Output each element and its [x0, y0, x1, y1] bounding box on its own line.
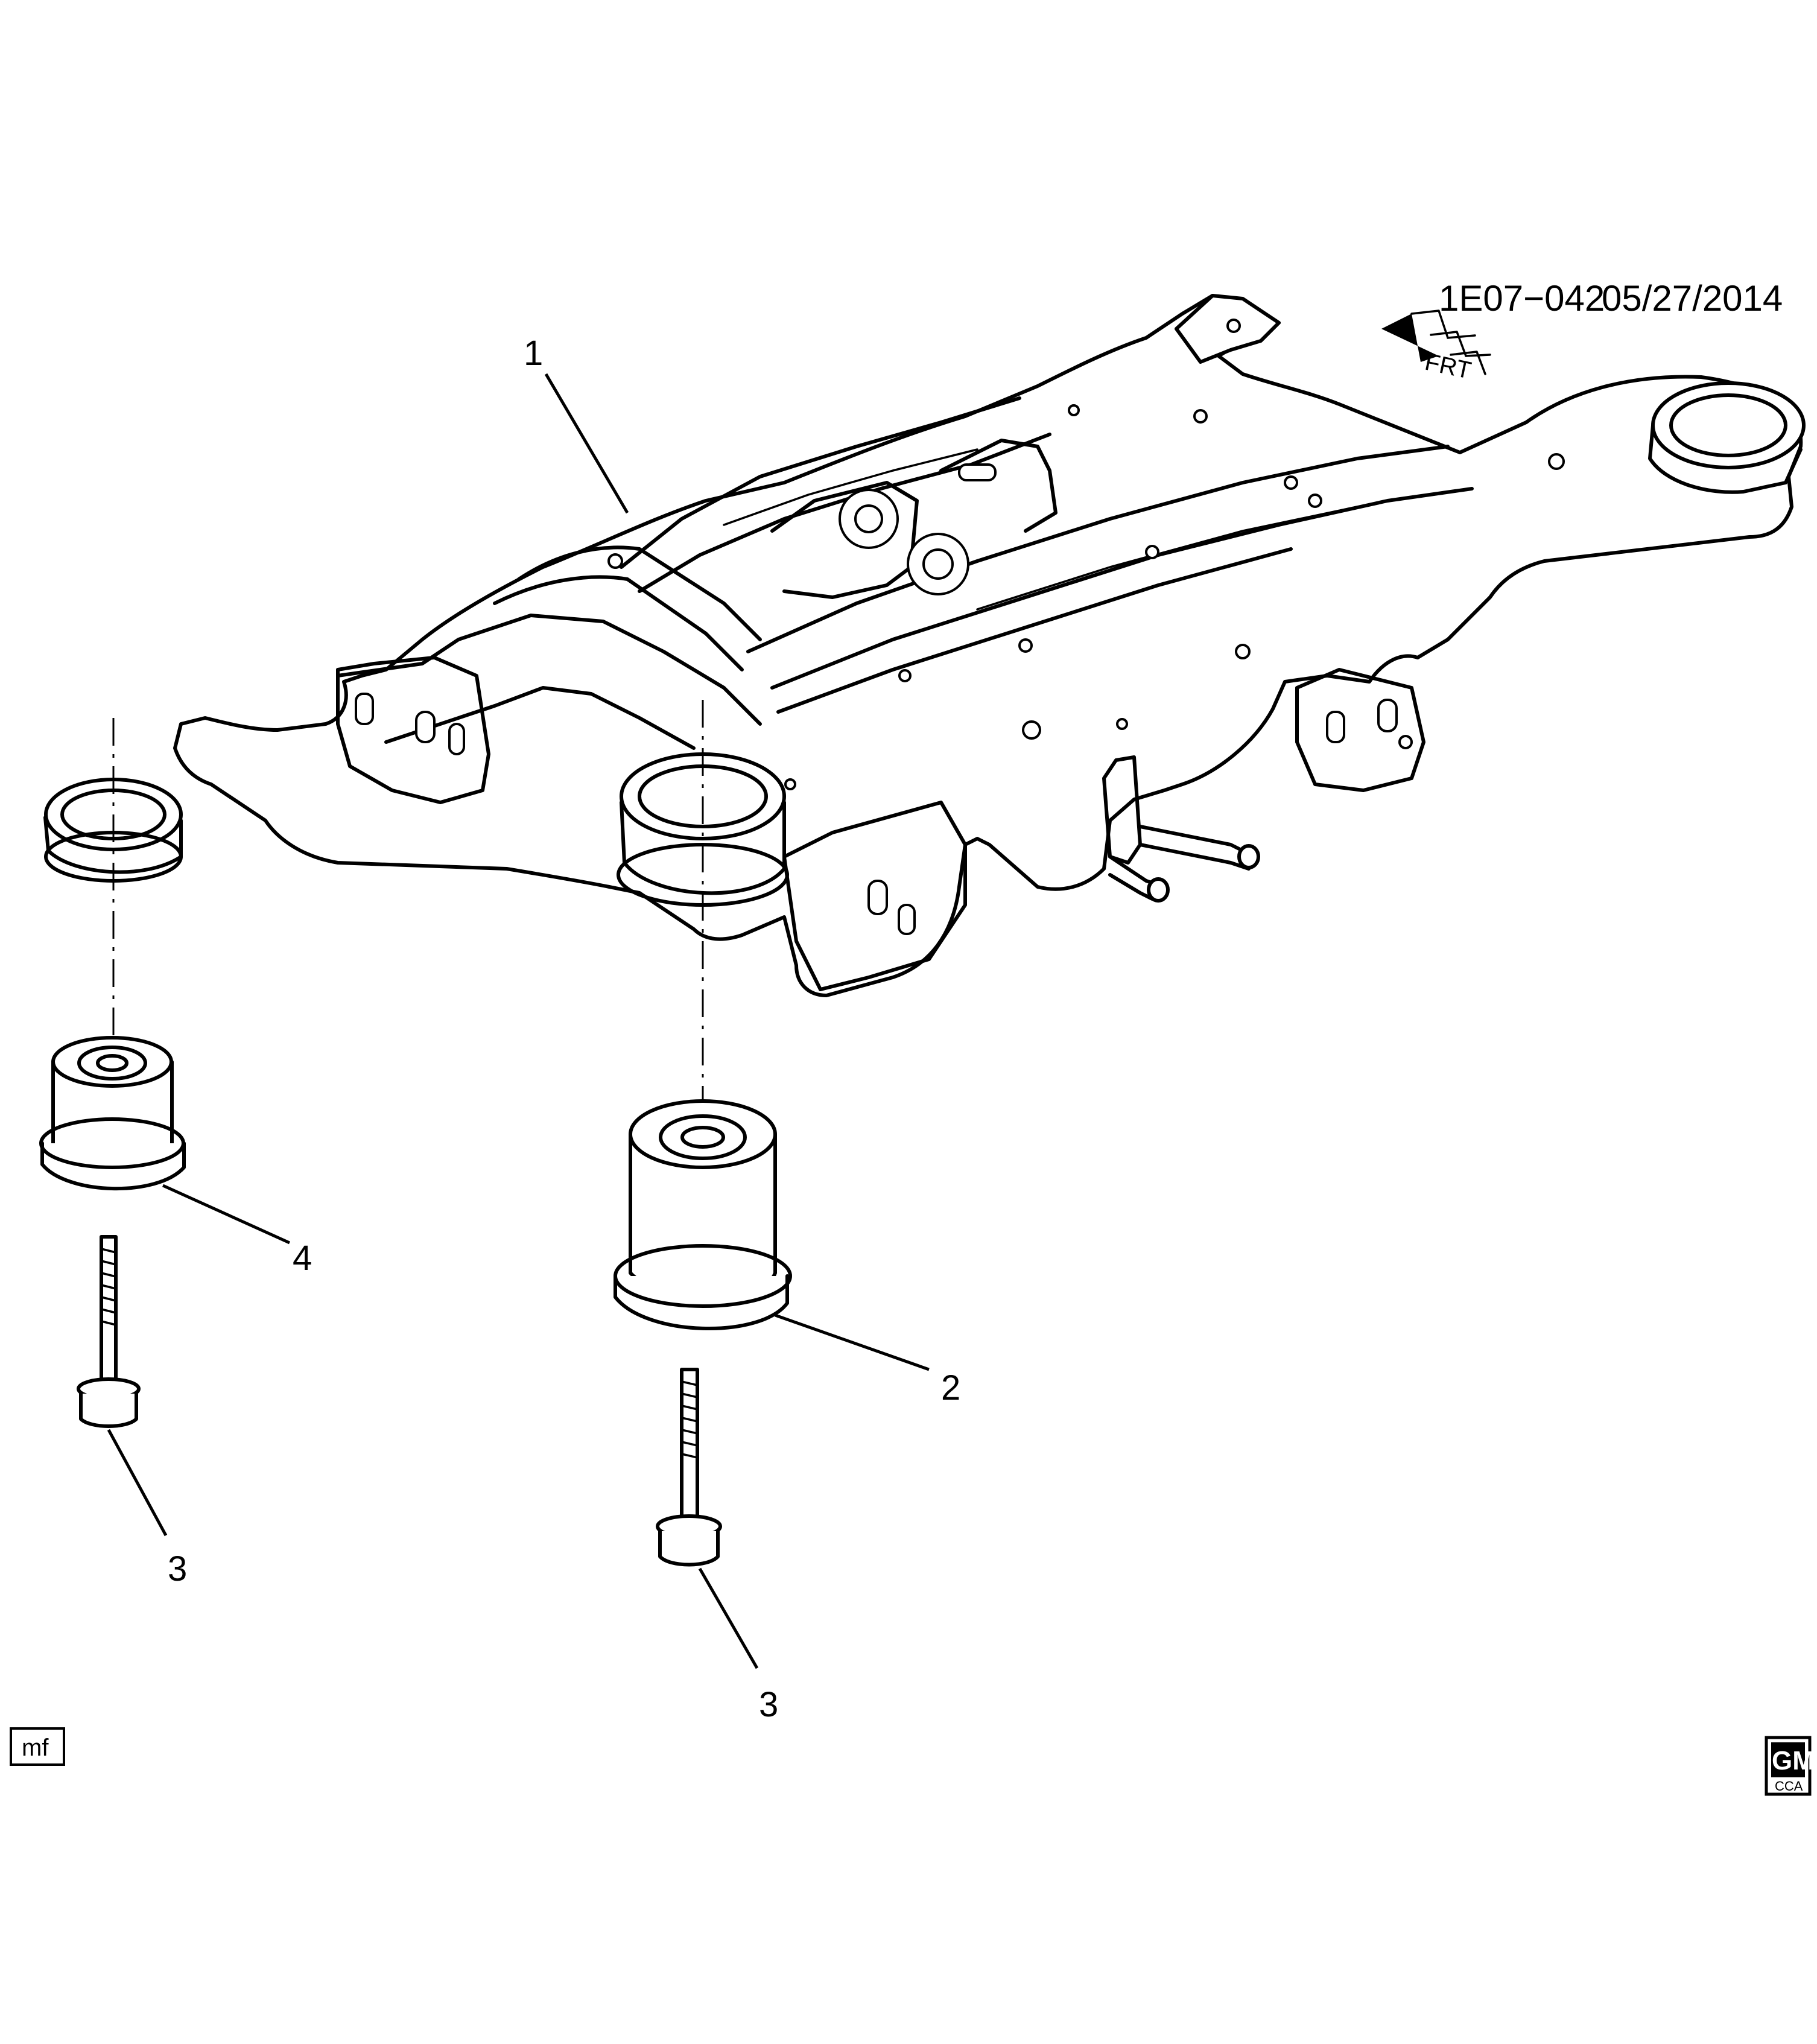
leader-line-3a: [107, 1429, 168, 1537]
gm-logo-icon: GM CCA: [1765, 1736, 1815, 1796]
callout-1: 1: [524, 334, 543, 373]
front-direction-indicator: FRT: [1381, 309, 1491, 384]
author-initials-box: mf: [10, 1727, 65, 1766]
callout-3a: 3: [168, 1549, 187, 1589]
front-arrow-icon: [1381, 309, 1491, 375]
bolt-part-3-right: [656, 1368, 722, 1567]
illustration-date: 05/27/2014: [1602, 278, 1783, 319]
leader-line-4: [162, 1184, 291, 1245]
leader-line-2: [775, 1313, 930, 1371]
gm-logo-text: GM: [1772, 1746, 1815, 1776]
illustration-code: 1E07−042: [1439, 278, 1605, 319]
leader-line-3b: [698, 1567, 759, 1669]
frame-assembly-part-1: [173, 294, 1806, 997]
bushing-part-4: [39, 1036, 186, 1191]
left-bushing-seat: [43, 778, 183, 883]
callout-3b: 3: [759, 1685, 778, 1724]
bushing-part-2: [614, 1099, 792, 1331]
leader-line-1: [544, 373, 629, 514]
callout-4: 4: [293, 1239, 312, 1278]
author-initials: mf: [22, 1735, 49, 1761]
gm-logo-subtext: CCA: [1775, 1779, 1803, 1794]
bolt-part-3-left: [77, 1235, 141, 1428]
callout-2: 2: [941, 1368, 960, 1408]
